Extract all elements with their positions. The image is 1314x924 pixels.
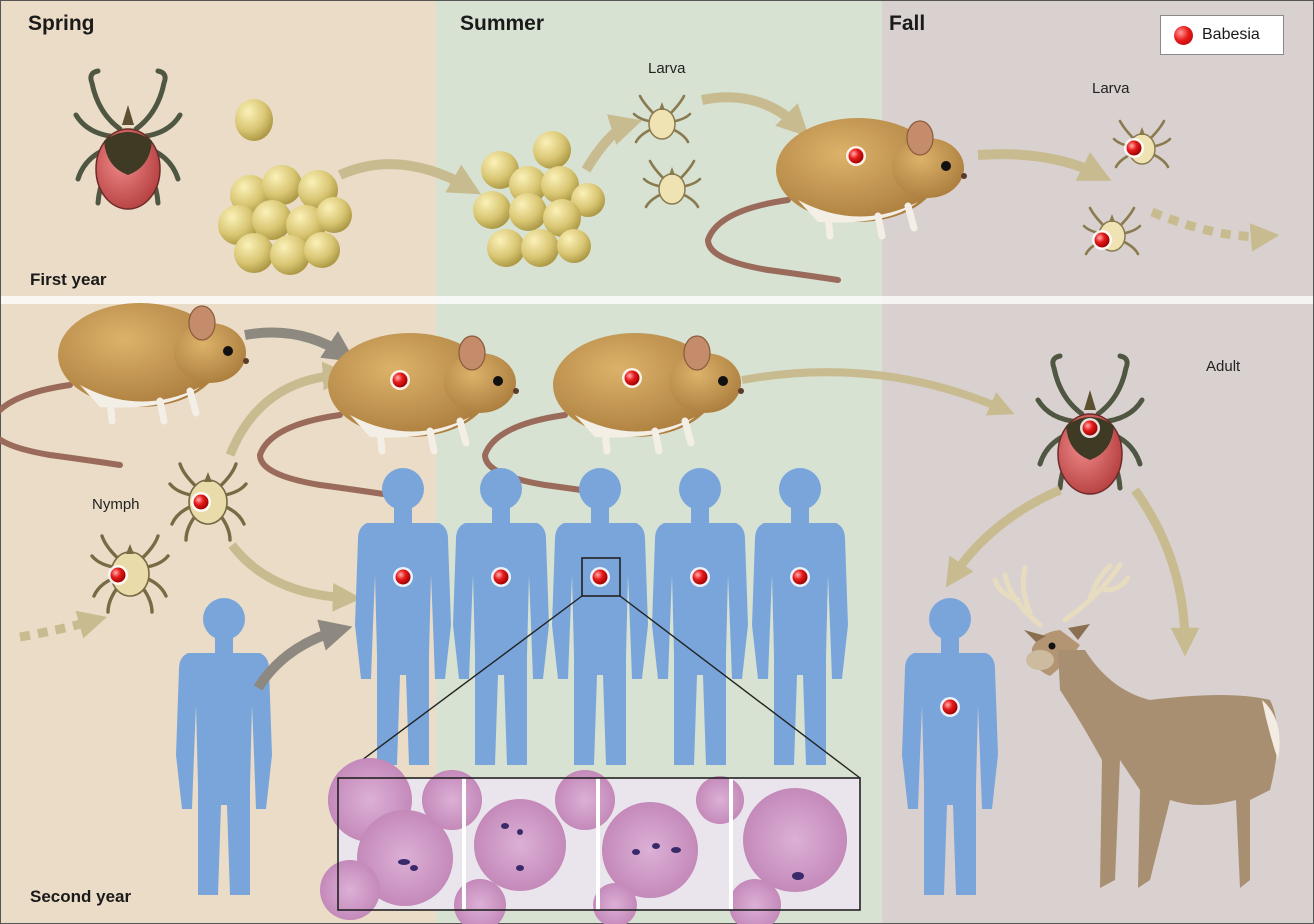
season-label-spring: Spring: [28, 12, 95, 35]
larva-label-fall: Larva: [1092, 80, 1130, 97]
legend-box: Babesia: [1160, 15, 1284, 55]
babesia-marker-icon: [1174, 26, 1193, 45]
nymph-label: Nymph: [92, 496, 140, 513]
egg-cluster-summer: [473, 131, 605, 267]
second-year-label: Second year: [30, 887, 132, 906]
blood-smear-panel: [320, 758, 861, 924]
season-label-fall: Fall: [889, 12, 926, 35]
legend-label: Babesia: [1202, 26, 1260, 43]
egg-cluster-spring: [218, 165, 352, 275]
deer-illustration: [992, 562, 1280, 888]
first-year-label: First year: [30, 270, 107, 289]
adult-label: Adult: [1206, 358, 1241, 375]
larva-label-summer: Larva: [648, 60, 686, 77]
season-label-summer: Summer: [460, 12, 545, 35]
